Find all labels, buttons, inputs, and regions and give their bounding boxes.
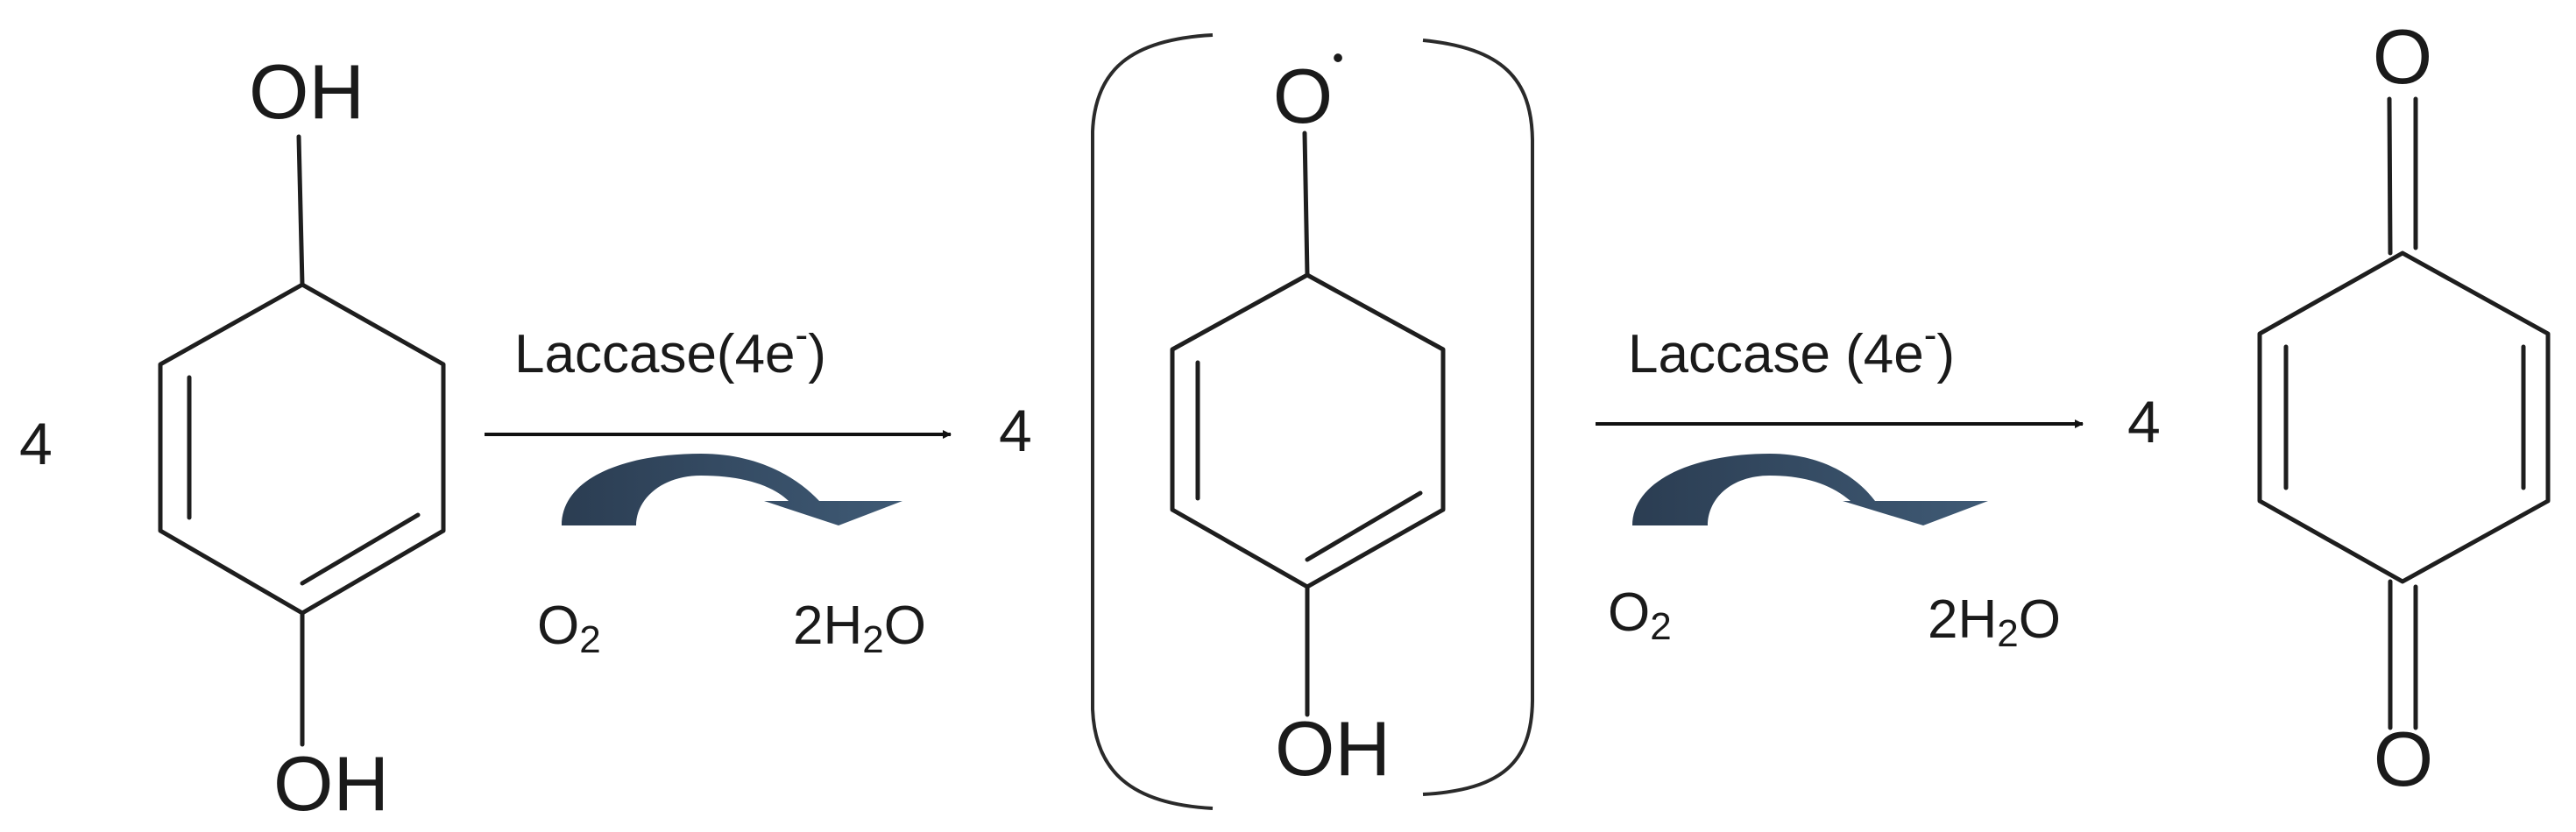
reactant-top-oh: OH — [249, 48, 364, 135]
intermediate-top-bond — [1302, 130, 1310, 278]
intermediate-coefficient: 4 — [999, 398, 1032, 464]
step2-o2: O2 — [1608, 582, 1672, 648]
reactant-ring — [158, 282, 446, 616]
reaction-step-2: Laccase (4e-) O2 2H2O — [1596, 314, 2084, 655]
intermediate-top-oxygen: O — [1273, 53, 1333, 139]
step2-enzyme-label: Laccase (4e-) — [1628, 314, 1955, 384]
radical-dot: • — [1333, 39, 1344, 75]
step1-o2: O2 — [537, 596, 601, 661]
product-ring — [2257, 250, 2551, 584]
intermediate-bottom-oh: OH — [1275, 705, 1391, 792]
intermediate-double-bond-right — [1305, 490, 1423, 562]
product-coefficient: 4 — [2127, 389, 2161, 455]
reactant-hydroquinone: 4 OH OH — [19, 48, 446, 827]
step1-2h2o: 2H2O — [793, 596, 926, 661]
intermediate-semiquinone-radical: 4 O • OH — [999, 33, 1534, 810]
product-top-double-bond-a — [2387, 96, 2393, 256]
step1-enzyme-label: Laccase(4e-) — [514, 314, 826, 384]
product-benzoquinone: 4 O O — [2127, 13, 2551, 802]
left-bracket — [1091, 33, 1214, 810]
reactant-double-bond-right — [300, 512, 421, 586]
step1-curved-arrow-icon — [562, 454, 902, 525]
reactant-bottom-oh: OH — [273, 740, 389, 827]
reactant-coefficient: 4 — [19, 411, 53, 477]
intermediate-ring — [1170, 272, 1446, 589]
product-bottom-oxygen: O — [2374, 716, 2433, 802]
right-bracket — [1422, 39, 1534, 796]
reactant-top-bond — [296, 134, 305, 287]
product-top-oxygen: O — [2373, 13, 2432, 100]
step2-curved-arrow-icon — [1632, 454, 1988, 525]
reaction-step-1: Laccase(4e-) O2 2H2O — [485, 314, 952, 661]
step2-2h2o: 2H2O — [1928, 589, 2061, 655]
